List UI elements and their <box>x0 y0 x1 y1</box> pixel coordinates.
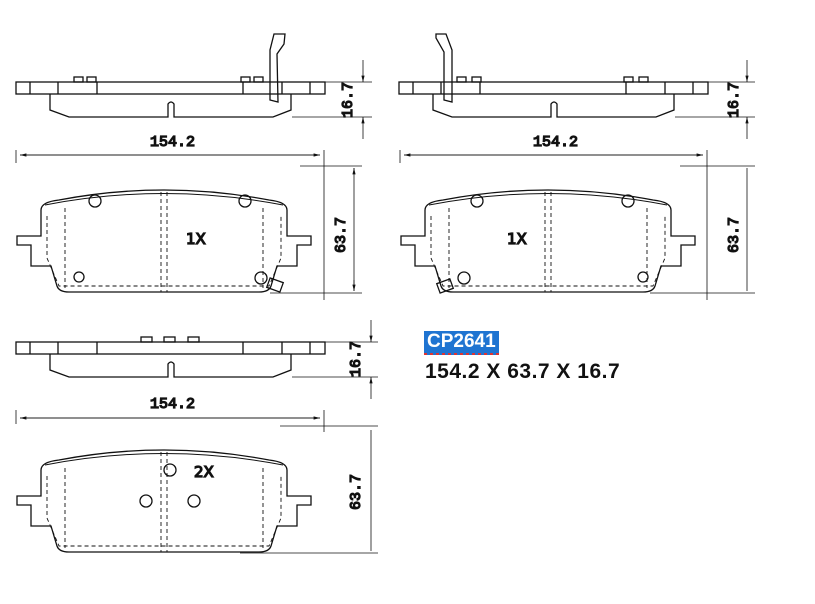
thickness-label: 16.7 <box>340 82 357 118</box>
quantity-label: 1X <box>186 230 206 248</box>
width-label: 154.2 <box>533 134 578 151</box>
wear-sensor-icon <box>254 271 268 285</box>
height-label: 63.7 <box>333 217 350 253</box>
thickness-label: 16.7 <box>348 341 365 377</box>
part-code-badge: CP2641 <box>424 331 499 355</box>
quantity-label: 1X <box>507 230 527 248</box>
wear-sensor-icon <box>457 271 471 285</box>
quantity-label: 2X <box>194 463 214 481</box>
wear-sensor-clip-icon <box>269 33 286 103</box>
part-dimensions: 154.2 X 63.7 X 16.7 <box>425 360 621 383</box>
wear-sensor-clip-icon <box>435 33 453 103</box>
pad-drawing-bottom <box>15 320 378 554</box>
height-label: 63.7 <box>726 217 743 253</box>
width-label: 154.2 <box>150 396 195 413</box>
thickness-label: 16.7 <box>726 82 743 118</box>
pad-drawing-right-top <box>398 33 755 300</box>
pad-drawing-left-top <box>15 33 372 300</box>
height-label: 63.7 <box>348 474 365 510</box>
width-label: 154.2 <box>150 134 195 151</box>
